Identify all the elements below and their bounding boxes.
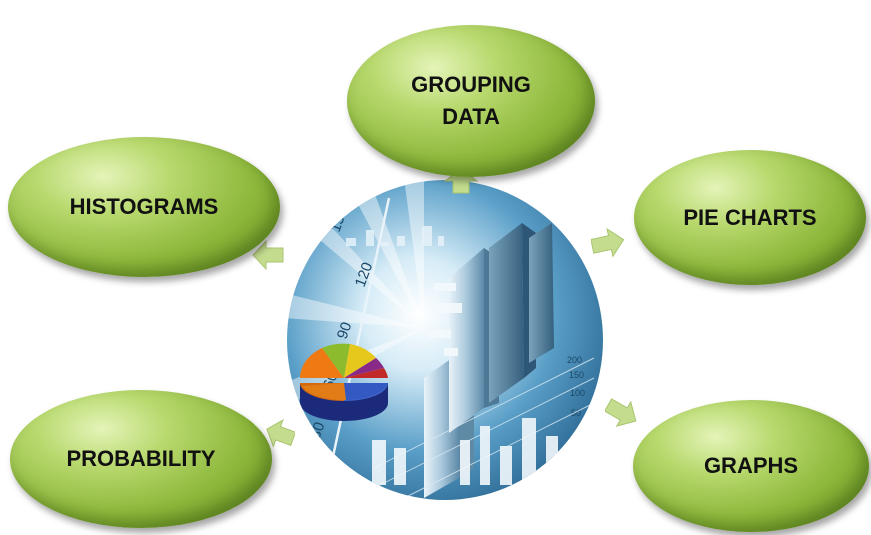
node-label: HISTOGRAMS — [69, 194, 219, 219]
small-tick-label: 100 — [570, 388, 585, 398]
node-label: GROUPING DATA — [411, 72, 531, 129]
arrow-left-icon — [252, 239, 284, 271]
node-grouping-data: GROUPING DATA — [347, 25, 595, 177]
node-label: PROBABILITY — [66, 446, 216, 471]
axis-tick-label: 90 — [334, 320, 356, 341]
node-graphs: GRAPHS — [633, 400, 869, 532]
pie-chart-graphic — [300, 343, 388, 421]
central-statistics-image: 30 60 90 120 150 — [287, 180, 603, 500]
node-label: GRAPHS — [703, 453, 799, 478]
arrow-left-icon — [266, 419, 295, 448]
node-probability: PROBABILITY — [10, 390, 272, 528]
node-label: PIE CHARTS — [683, 204, 817, 230]
small-tick-label: 150 — [569, 370, 584, 380]
small-tick-label: 200 — [567, 355, 582, 365]
node-pie-charts: PIE CHARTS — [634, 150, 866, 285]
arrow-right-icon — [605, 398, 637, 427]
small-tick-label: 50 — [571, 408, 581, 418]
arrow-right-icon — [591, 227, 625, 258]
node-histograms: HISTOGRAMS — [8, 137, 280, 277]
